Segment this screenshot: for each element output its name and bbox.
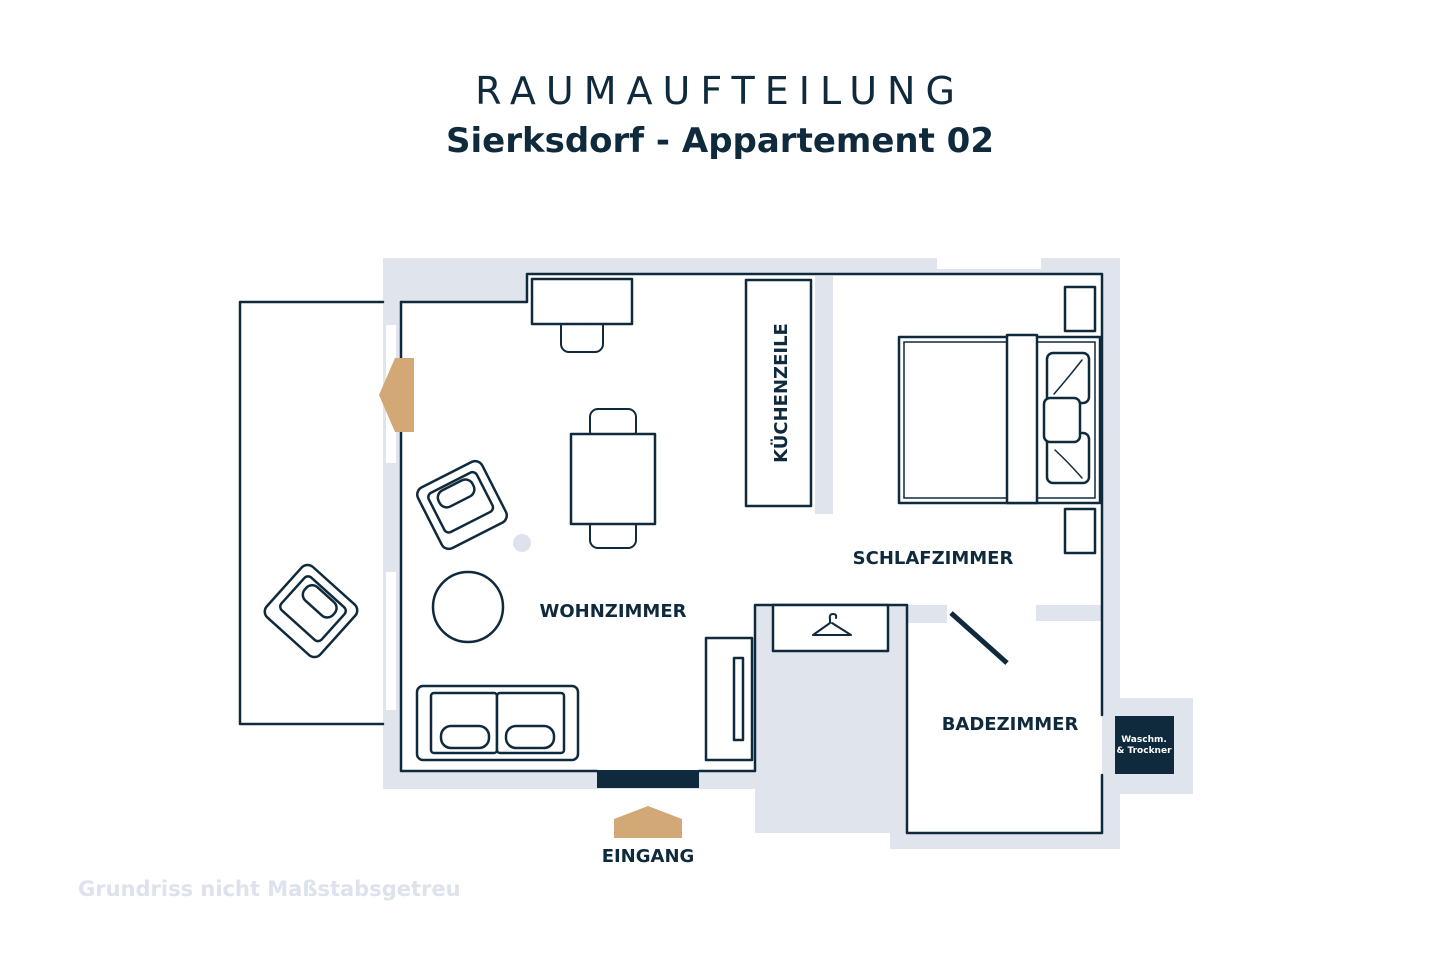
window-top — [937, 255, 1041, 269]
washer-dryer: Waschm. & Trockner — [1115, 716, 1174, 774]
wall-outline — [399, 272, 1104, 835]
armchair-balcony — [263, 563, 359, 659]
balcony-door-arrow-icon — [379, 358, 414, 432]
washer-label-line2: & Trockner — [1116, 746, 1172, 756]
nightstand-top — [1063, 285, 1097, 333]
entrance-label: EINGANG — [602, 846, 695, 867]
kitchen-label: KÜCHENZEILE — [770, 323, 792, 463]
washer-label-line1: Waschm. — [1121, 735, 1167, 745]
double-bed — [897, 333, 1102, 505]
page-title: RAUMAUFTEILUNG — [475, 69, 965, 113]
armchair-living — [415, 459, 509, 551]
kitchen-counter: KÜCHENZEILE — [744, 278, 813, 508]
wardrobe — [771, 603, 890, 653]
bathroom-door — [949, 611, 1009, 665]
scale-note: Grundriss nicht Maßstabsgetreu — [78, 877, 461, 901]
desk — [530, 277, 634, 353]
living-room-label: WOHNZIMMER — [539, 601, 686, 622]
bathroom-label: BADEZIMMER — [942, 714, 1079, 735]
nightstand-bottom — [1063, 507, 1097, 555]
balcony — [238, 300, 396, 726]
sofa — [415, 684, 580, 762]
floor-lamp — [513, 534, 531, 552]
page-subtitle: Sierksdorf - Appartement 02 — [446, 121, 994, 161]
dining-table — [569, 408, 657, 549]
entrance-arrow-icon — [614, 806, 682, 838]
coffee-table — [431, 570, 505, 644]
entrance-door — [597, 770, 699, 788]
tv-sideboard — [704, 636, 754, 762]
bedroom-label: SCHLAFZIMMER — [853, 548, 1014, 569]
